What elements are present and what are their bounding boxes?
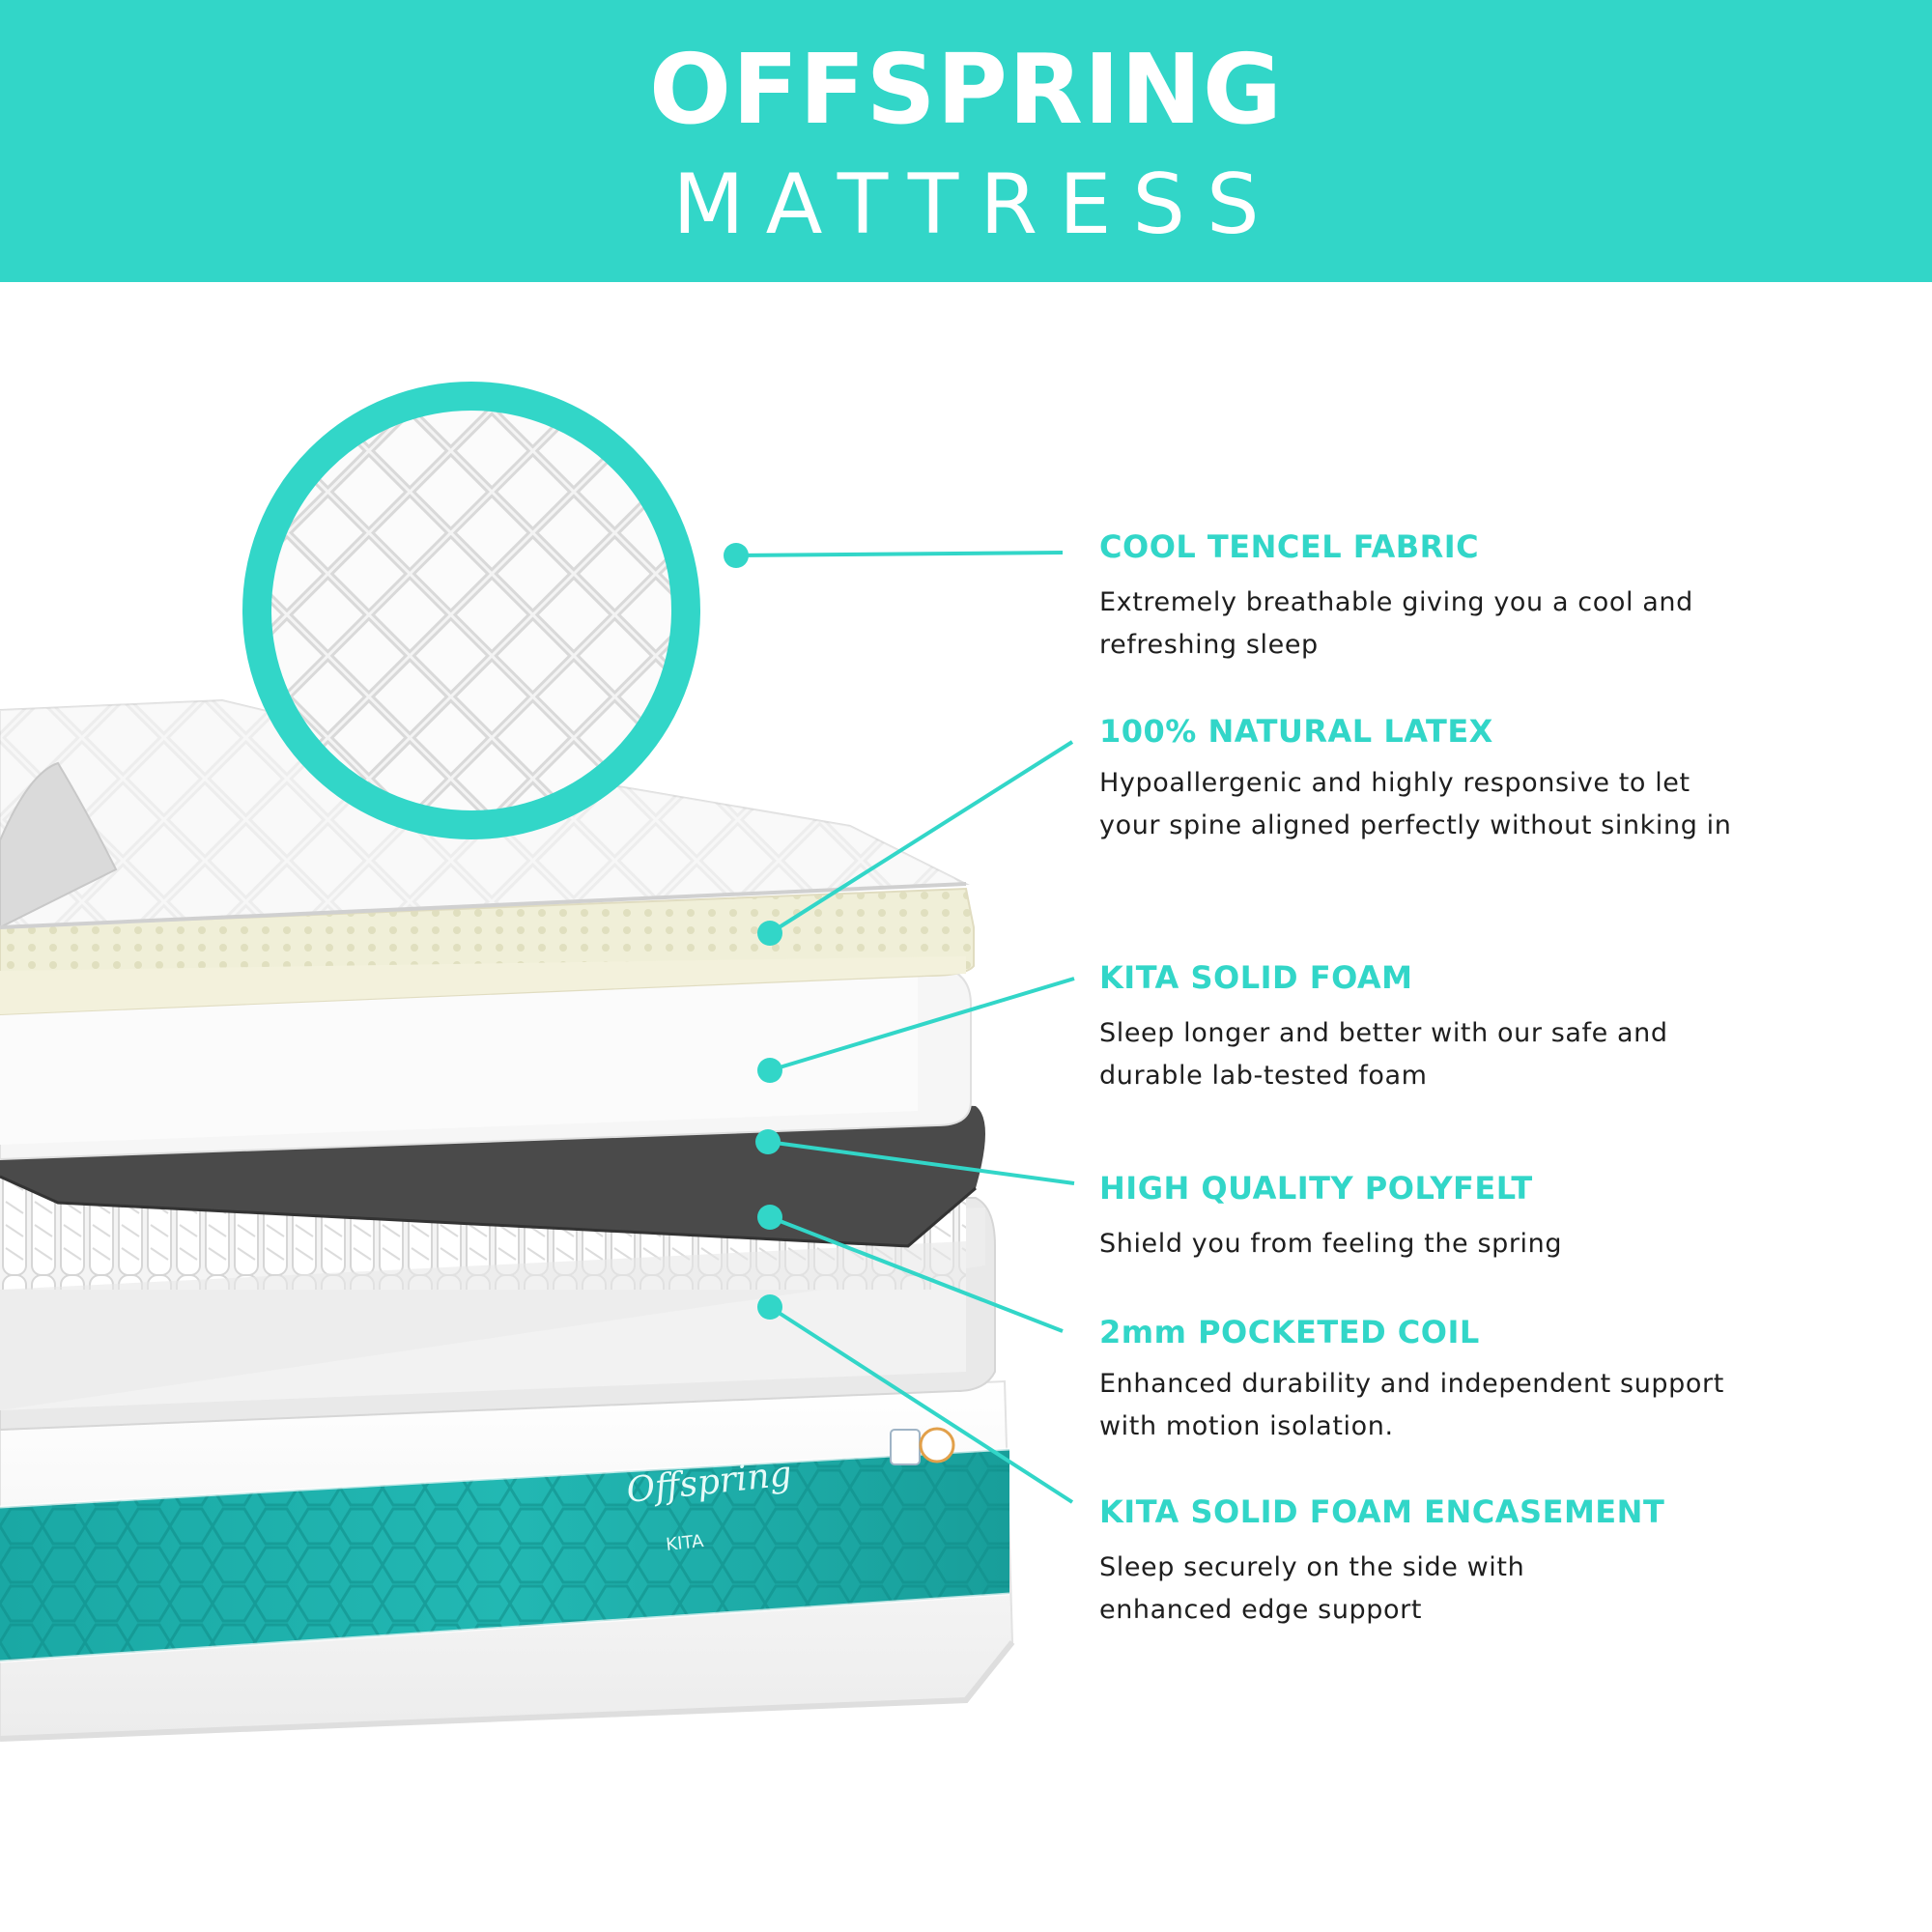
latex-layer — [0, 887, 975, 1016]
callout-lines — [724, 543, 1075, 1504]
feature-natural-latex: 100% NATURAL LATEX Hypoallergenic and hi… — [1099, 712, 1891, 847]
feature-description-line: with motion isolation. — [1099, 1411, 1394, 1441]
feature-pocketed-coil: 2mm POCKETED COIL Enhanced durability an… — [1099, 1313, 1891, 1448]
callout-dot-tencel — [724, 543, 749, 568]
base-encasement — [0, 1379, 1015, 1742]
callout-dot-latex — [757, 921, 782, 946]
certification-badge-icon — [890, 1429, 921, 1465]
feature-description-line: durable lab-tested foam — [1099, 1061, 1428, 1091]
header-banner: OFFSPRING MATTRESS — [0, 0, 1932, 282]
feature-description-line: your spine aligned perfectly without sin… — [1099, 810, 1732, 840]
feature-description-line: Shield you from feeling the spring — [1099, 1229, 1563, 1259]
feature-description-line: enhanced edge support — [1099, 1595, 1423, 1625]
mattress-maker-logo: KITA — [665, 1531, 705, 1555]
callout-dot-encasement — [757, 1294, 782, 1320]
brand-title: OFFSPRING — [649, 33, 1283, 146]
feature-description-line: Enhanced durability and independent supp… — [1099, 1369, 1724, 1399]
feature-description-line: Sleep securely on the side with — [1099, 1552, 1525, 1582]
callout-line-coil — [769, 1215, 1064, 1333]
callout-line-tencel — [735, 551, 1064, 557]
callout-line-polyfelt — [767, 1140, 1075, 1185]
solid-foam-layer — [0, 965, 972, 1161]
feature-solid-foam: KITA SOLID FOAM Sleep longer and better … — [1099, 958, 1891, 1097]
feature-title: KITA SOLID FOAM ENCASEMENT — [1099, 1493, 1665, 1530]
feature-description: Sleep securely on the side with enhanced… — [1099, 1547, 1891, 1632]
feature-title: KITA SOLID FOAM — [1099, 959, 1413, 996]
feature-description: Hypoallergenic and highly responsive to … — [1099, 762, 1891, 847]
feature-description: Shield you from feeling the spring — [1099, 1223, 1891, 1265]
callout-dot-coil — [757, 1205, 782, 1230]
feature-description-line: Sleep longer and better with our safe an… — [1099, 1018, 1668, 1048]
feature-title: HIGH QUALITY POLYFELT — [1099, 1170, 1533, 1207]
feature-description: Extremely breathable giving you a cool a… — [1099, 582, 1891, 667]
feature-title: COOL TENCEL FABRIC — [1099, 528, 1480, 565]
feature-description-line: refreshing sleep — [1099, 630, 1319, 660]
fabric-zoom-circle — [242, 382, 700, 839]
callout-line-latex — [768, 740, 1074, 935]
feature-description-line: Extremely breathable giving you a cool a… — [1099, 587, 1693, 617]
feature-polyfelt: HIGH QUALITY POLYFELT Shield you from fe… — [1099, 1169, 1891, 1265]
product-subtitle: MATTRESS — [672, 156, 1281, 253]
feature-foam-encasement: KITA SOLID FOAM ENCASEMENT Sleep securel… — [1099, 1492, 1891, 1632]
callout-line-encasement — [768, 1305, 1074, 1504]
feature-title: 2mm POCKETED COIL — [1099, 1314, 1480, 1350]
feature-description: Enhanced durability and independent supp… — [1099, 1363, 1891, 1448]
feature-tencel-fabric: COOL TENCEL FABRIC Extremely breathable … — [1099, 527, 1891, 667]
feature-description: Sleep longer and better with our safe an… — [1099, 1012, 1891, 1097]
feature-description-line: Hypoallergenic and highly responsive to … — [1099, 768, 1690, 798]
quality-seal-icon — [919, 1427, 955, 1463]
callout-dot-polyfelt — [755, 1129, 781, 1154]
feature-title: 100% NATURAL LATEX — [1099, 713, 1493, 750]
callout-dot-foam — [757, 1058, 782, 1083]
callout-line-foam — [769, 977, 1075, 1072]
